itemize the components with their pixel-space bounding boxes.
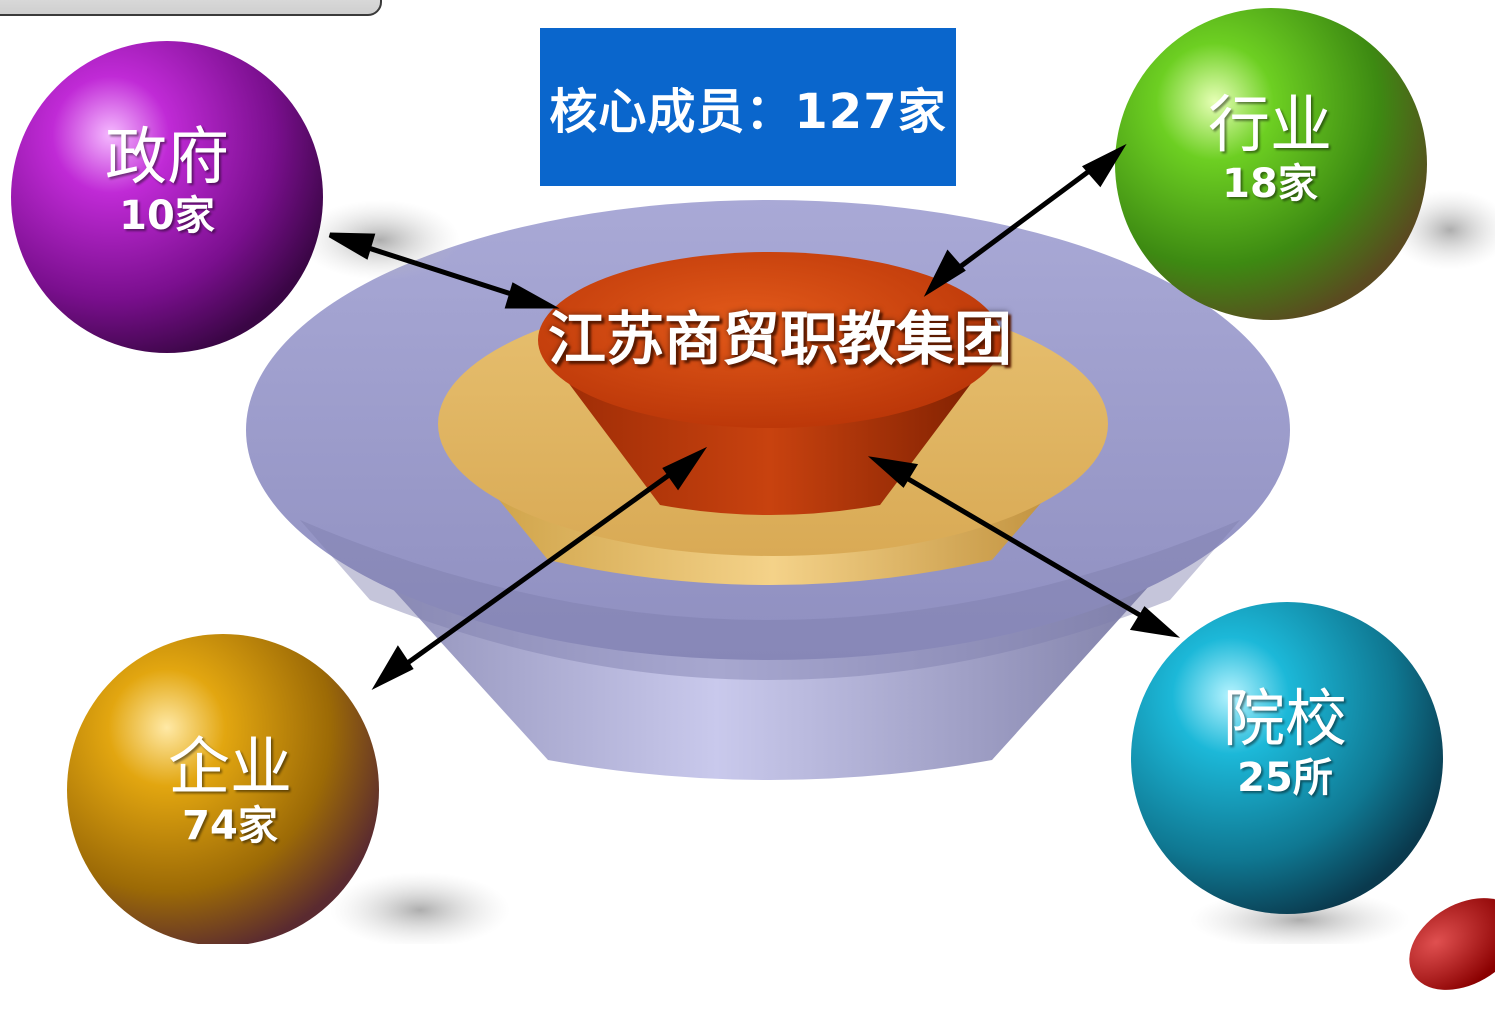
school-count: 25所 [1237,755,1333,801]
government-ball [11,41,323,353]
arrow-government [328,232,560,309]
industry-count: 18家 [1222,161,1318,207]
school-label: 院校 25所 [1185,684,1385,802]
government-name: 政府 [104,120,229,193]
government-count: 10家 [119,193,215,239]
arrow-enterprise [371,446,708,691]
core-members-text: 核心成员：127家 [549,84,947,140]
enterprise-label: 企业 74家 [130,732,330,850]
industry-label: 行业 18家 [1170,90,1370,208]
diagram-graphics [11,8,1495,944]
core-members-banner: 核心成员：127家 [540,28,956,186]
government-label: 政府 10家 [67,122,267,240]
industry-ball [1115,8,1427,320]
arrow-school [867,456,1181,638]
inner-core [538,252,1002,515]
arrow-industry [923,143,1127,297]
connector-arrows [328,143,1181,691]
enterprise-name: 企业 [167,730,292,803]
school-name: 院校 [1222,682,1347,755]
enterprise-ball-shadow [330,872,510,944]
header-tab-decoration [0,0,382,16]
enterprise-count: 74家 [182,803,278,849]
enterprise-ball [67,634,379,944]
school-ball [1131,602,1443,914]
industry-name: 行业 [1207,88,1332,161]
center-title: 江苏商贸职教集团 [547,305,1012,373]
government-ball-shadow [300,200,460,280]
